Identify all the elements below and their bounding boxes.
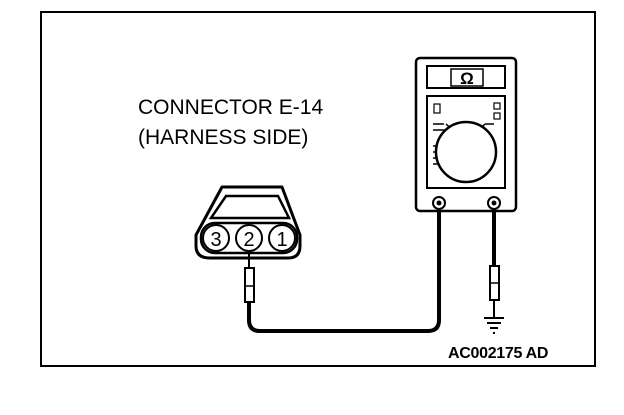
meter-rotary-dial bbox=[434, 120, 498, 184]
diagram-frame bbox=[40, 11, 596, 367]
pin-label-3: 3 bbox=[210, 229, 221, 251]
pin-label-1: 1 bbox=[276, 229, 287, 251]
ohm-symbol: Ω bbox=[460, 69, 474, 88]
probe-body-left bbox=[244, 267, 255, 303]
test-lead-wire bbox=[247, 205, 441, 333]
connector-pin-3: 3 bbox=[202, 224, 230, 252]
connector-subtitle: (HARNESS SIDE) bbox=[138, 126, 309, 149]
connector-title: CONNECTOR E-14 bbox=[138, 96, 324, 119]
multimeter: Ω bbox=[414, 56, 518, 213]
connector-lock-window bbox=[208, 194, 292, 220]
connector-pin-2: 2 bbox=[235, 224, 263, 252]
ground-symbol-icon bbox=[484, 317, 504, 334]
connector-pin-1: 1 bbox=[268, 224, 296, 252]
reference-code: AC002175 AD bbox=[448, 345, 549, 362]
pin-label-2: 2 bbox=[243, 229, 254, 251]
connector-e14: 3 2 1 bbox=[194, 185, 302, 303]
